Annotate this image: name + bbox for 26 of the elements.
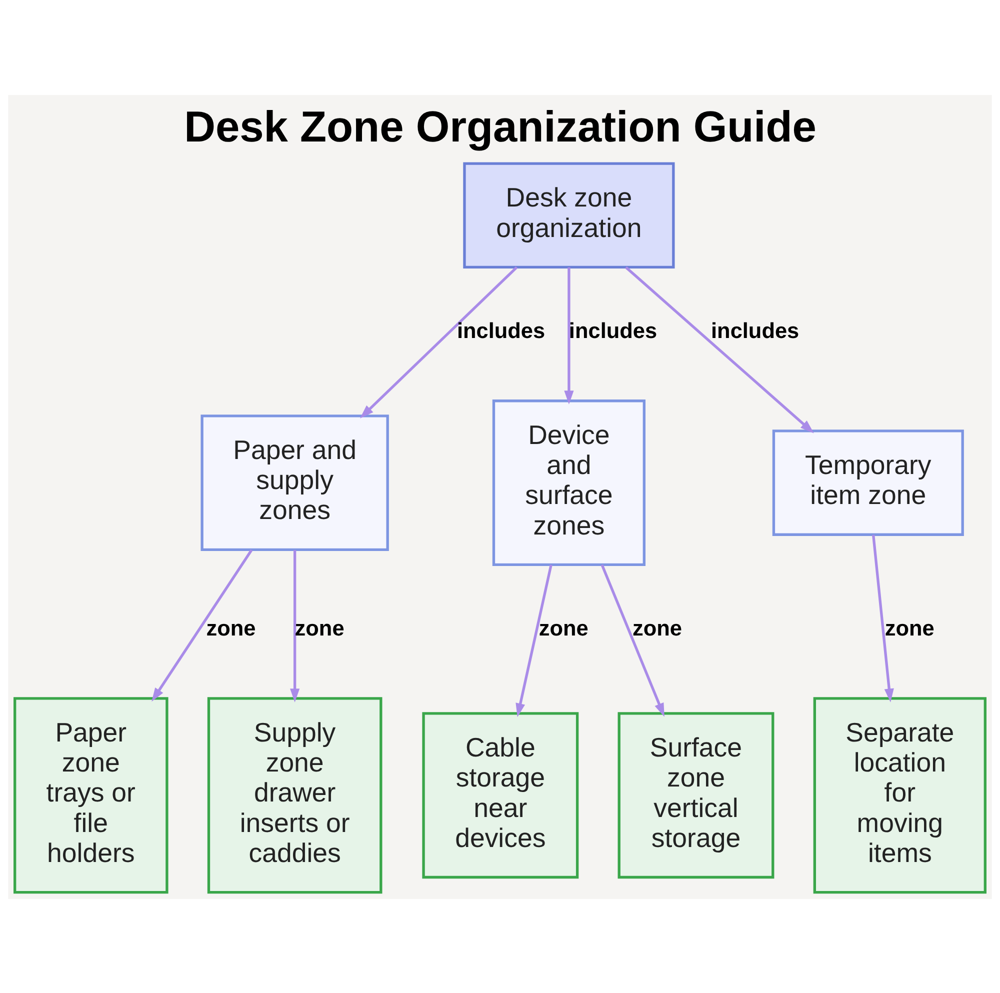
edge-label: zone bbox=[632, 615, 682, 640]
edge-label: includes bbox=[456, 318, 546, 343]
edge-label: zone bbox=[884, 615, 934, 640]
node-box: Surface zone vertical storage bbox=[618, 712, 774, 878]
arrow bbox=[516, 564, 552, 717]
node-box: Separate location for moving items bbox=[813, 696, 986, 894]
arrow bbox=[290, 550, 300, 702]
arrow bbox=[360, 266, 518, 418]
node-box: Device and surface zones bbox=[492, 399, 646, 566]
node-box: Cable storage near devices bbox=[422, 712, 579, 878]
node-box: Temporary item zone bbox=[772, 429, 964, 536]
edge-label: includes bbox=[568, 318, 658, 343]
edge-label: zone bbox=[294, 615, 344, 640]
diagram-title: Desk Zone Organization Guide bbox=[184, 102, 816, 151]
node-box: Supply zone drawer inserts or caddies bbox=[207, 696, 382, 894]
edge-label: zone bbox=[206, 615, 256, 640]
node-box: Paper and supply zones bbox=[200, 414, 389, 550]
node-box: Paper zone trays or file holders bbox=[14, 696, 168, 894]
edge-label: zone bbox=[538, 615, 588, 640]
arrow bbox=[625, 266, 814, 433]
arrow bbox=[872, 534, 894, 702]
arrow bbox=[152, 548, 253, 702]
node-box: Desk zone organization bbox=[463, 162, 675, 268]
arrow bbox=[600, 564, 664, 716]
edge-label: includes bbox=[711, 318, 800, 343]
arrow bbox=[564, 266, 574, 404]
